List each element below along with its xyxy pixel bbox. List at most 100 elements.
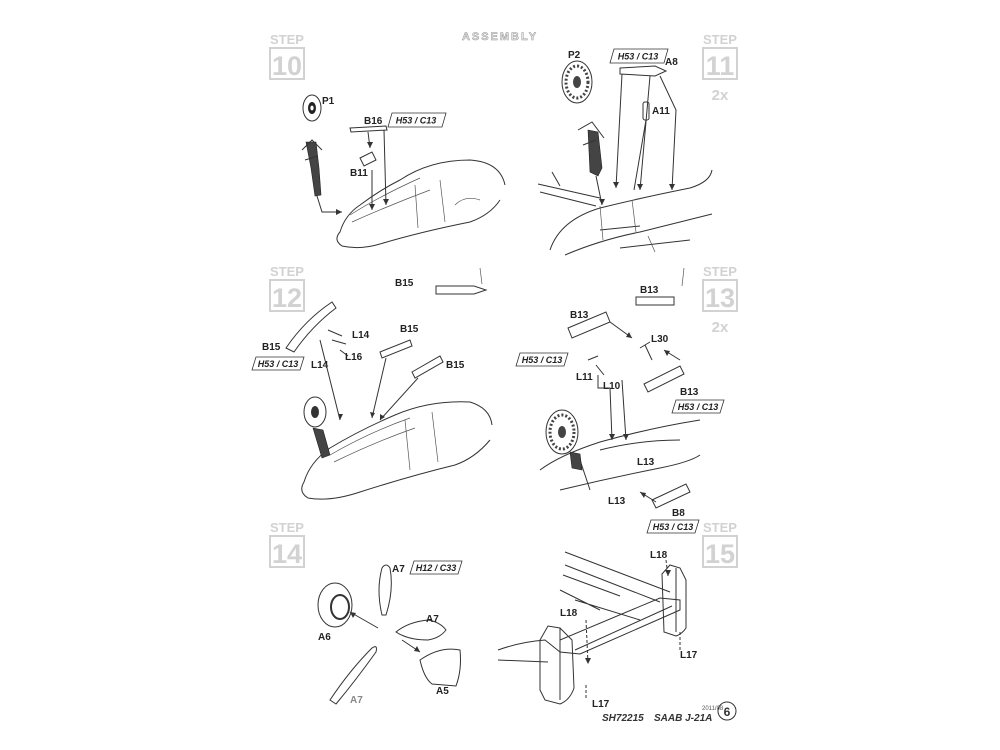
svg-text:H12 / C33: H12 / C33 xyxy=(416,563,457,573)
part-b11 xyxy=(359,151,377,167)
part-b15-top xyxy=(435,285,488,295)
step-word: STEP xyxy=(703,264,737,279)
fuselage-nose xyxy=(336,159,506,249)
step-number: 10 xyxy=(272,51,302,81)
fin-left xyxy=(539,625,575,705)
paint-tag: H53 / C13 xyxy=(515,352,569,367)
fuselage-section xyxy=(537,169,713,256)
footer-model: SAAB J-21A xyxy=(654,713,712,724)
step-13-drawing: B13 B13 L30 H53 / C13 L11 L10 B13 H53 / … xyxy=(515,267,725,534)
label-l30: L30 xyxy=(651,334,669,345)
label-a7-right: A7 xyxy=(426,614,439,625)
step-number: 15 xyxy=(705,539,735,569)
label-a11: A11 xyxy=(652,106,670,117)
step-word: STEP xyxy=(270,264,304,279)
part-a7-top xyxy=(378,564,392,616)
step-number: 13 xyxy=(705,283,735,313)
label-b11: B11 xyxy=(350,168,368,179)
step-word: STEP xyxy=(703,520,737,535)
label-a7-top: A7 xyxy=(392,564,405,575)
label-l16: L16 xyxy=(345,352,363,363)
label-l13-a: L13 xyxy=(637,457,655,468)
part-a7-bottom xyxy=(329,646,377,705)
label-l10: L10 xyxy=(603,381,621,392)
step-badge-13: STEP 13 2x xyxy=(702,264,738,336)
part-b15-canopy-b xyxy=(411,355,444,379)
label-l18-top: L18 xyxy=(650,550,668,561)
label-a8: A8 xyxy=(665,57,678,68)
part-b15-curved xyxy=(285,301,337,353)
label-l17-bottom: L17 xyxy=(592,699,610,710)
tail-booms xyxy=(497,551,671,663)
part-b15-canopy-a xyxy=(379,339,413,359)
label-l14: L14 xyxy=(352,330,370,341)
step-multiplier: 2x xyxy=(712,319,729,336)
part-b13-top xyxy=(635,296,675,306)
footer-date: 2011/08 xyxy=(702,706,724,712)
assembly-header: ASSEMBLY xyxy=(462,31,538,43)
svg-text:H53 / C13: H53 / C13 xyxy=(522,355,563,365)
step-word: STEP xyxy=(270,520,304,535)
label-l13-b: L13 xyxy=(608,496,626,507)
svg-text:H53 / C13: H53 / C13 xyxy=(258,359,299,369)
footer: 2011/08 SH72215 SAAB J-21A 6 xyxy=(602,701,737,724)
tailplane xyxy=(559,597,681,655)
label-b15-left: B15 xyxy=(262,342,281,353)
step-badge-11: STEP 11 2x xyxy=(702,32,738,104)
step-number: 11 xyxy=(706,51,735,81)
label-b15-top: B15 xyxy=(395,278,414,289)
part-a7-right xyxy=(395,619,447,641)
step-15-drawing: L18 L18 L17 L17 xyxy=(497,550,698,710)
step-word: STEP xyxy=(703,32,737,47)
svg-text:H53 / C13: H53 / C13 xyxy=(653,522,694,532)
paint-tag: H53 / C13 xyxy=(646,519,700,534)
label-a5: A5 xyxy=(436,686,449,697)
fuselage-section xyxy=(539,419,701,491)
fuselage-nose xyxy=(301,401,493,500)
label-a6: A6 xyxy=(318,632,331,643)
step-12-drawing: B15 L14 L16 B15 L14 H53 / C13 B15 B15 xyxy=(251,267,493,500)
label-b15-canopy-a: B15 xyxy=(400,324,419,335)
svg-text:H53 / C13: H53 / C13 xyxy=(618,52,659,62)
part-a5 xyxy=(419,648,461,687)
paint-tag: H53 / C13 xyxy=(387,112,447,128)
label-b16: B16 xyxy=(364,116,383,127)
step-14-drawing: A6 A7 H12 / C33 A7 A7 A5 xyxy=(317,560,463,706)
part-b8 xyxy=(651,483,691,509)
paint-tag: H53 / C13 xyxy=(251,356,305,371)
label-p1: P1 xyxy=(322,96,335,107)
label-p2: P2 xyxy=(568,50,581,61)
step-badge-12: STEP 12 xyxy=(269,264,305,313)
part-a6 xyxy=(317,582,353,628)
label-b8: B8 xyxy=(672,508,685,519)
step-number: 14 xyxy=(272,539,302,569)
label-a7-bottom: A7 xyxy=(350,695,363,706)
step-badge-14: STEP 14 xyxy=(269,520,305,569)
part-a8 xyxy=(619,65,668,77)
label-l18-left: L18 xyxy=(560,608,578,619)
label-l11: L11 xyxy=(576,372,593,383)
label-l17-right: L17 xyxy=(680,650,698,661)
paint-tag: H53 / C13 xyxy=(609,48,669,64)
step-badge-15: STEP 15 xyxy=(702,520,738,569)
label-b13-top: B13 xyxy=(640,285,659,296)
paint-tag: H12 / C33 xyxy=(409,560,463,575)
label-b15-canopy-b: B15 xyxy=(446,360,465,371)
step-10-drawing: P1 B16 B11 H53 / C13 xyxy=(301,94,506,249)
part-b13-right xyxy=(643,365,685,393)
label-b13-mid: B13 xyxy=(570,310,589,321)
step-multiplier: 2x xyxy=(712,87,729,104)
label-l14-2: L14 xyxy=(311,360,329,371)
footer-code: SH72215 xyxy=(602,713,644,724)
fin-right xyxy=(661,564,687,637)
label-b13-right: B13 xyxy=(680,387,699,398)
page-number: 6 xyxy=(724,705,731,719)
part-b16 xyxy=(349,125,388,133)
page-number-circle xyxy=(717,701,737,721)
step-number: 12 xyxy=(272,283,302,313)
paint-tag: H53 / C13 xyxy=(671,399,725,414)
step-word: STEP xyxy=(270,32,304,47)
svg-text:H53 / C13: H53 / C13 xyxy=(678,402,719,412)
step-11-drawing: P2 A8 A11 H53 / C13 xyxy=(537,48,713,256)
